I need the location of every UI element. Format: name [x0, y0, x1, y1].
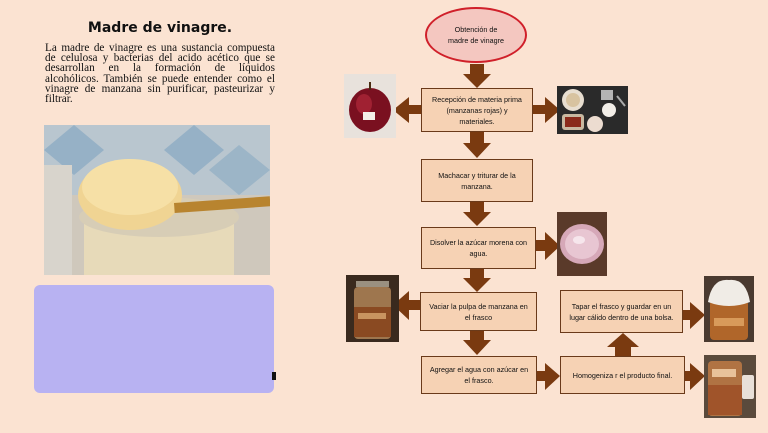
scoby-jar-photo	[44, 125, 270, 275]
flow-step-1: Recepción de materia prima (manzanas roj…	[421, 88, 533, 132]
flow-step-2: Machacar y triturar de la manzana.	[421, 159, 533, 202]
description-paragraph: La madre de vinagre es una sustancia com…	[45, 42, 275, 106]
apple-pulp-jar-photo	[346, 275, 399, 342]
covered-jar-photo	[704, 276, 754, 342]
sugar-water-jar-photo	[557, 212, 607, 276]
ingredients-photo	[557, 86, 628, 134]
flow-start-ellipse: Obtención de madre de vinagre	[425, 7, 527, 63]
flow-step-7: Tapar el frasco y guardar en un lugar cá…	[560, 290, 683, 333]
flow-step-3: Disolver la azúcar morena con agua.	[421, 227, 536, 269]
placeholder-block	[34, 285, 274, 393]
red-apple-photo	[344, 74, 396, 138]
flow-step-6: Homogeniza r el producto final.	[560, 356, 685, 394]
page-title: Madre de vinagre.	[87, 20, 233, 36]
stray-mark	[272, 372, 276, 380]
final-product-jar-photo	[704, 355, 756, 418]
flow-step-4: Vaciar la pulpa de manzana en el frasco	[420, 292, 537, 331]
flow-step-5: Agregar el agua con azúcar en el frasco.	[421, 356, 537, 394]
